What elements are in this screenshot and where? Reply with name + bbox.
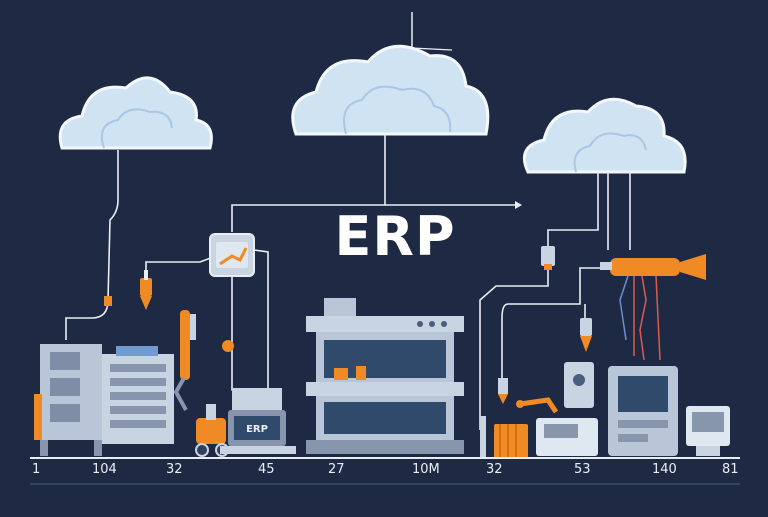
axis-tick: 53 bbox=[574, 462, 591, 477]
arrow-head-icon bbox=[515, 201, 522, 209]
axis-tick: 32 bbox=[486, 462, 503, 477]
orange-tank-icon bbox=[494, 424, 528, 458]
probe-icon-lower bbox=[498, 378, 508, 404]
cloud-icon-left bbox=[58, 76, 213, 150]
side-pipe bbox=[34, 394, 42, 440]
instrument-panel-icon bbox=[536, 418, 598, 456]
axis-tick-labels: 1 104 32 45 27 10M 32 53 140 81 bbox=[0, 462, 768, 482]
forklift-icon bbox=[195, 404, 229, 457]
baseline-axis bbox=[30, 457, 740, 485]
monitor-icon bbox=[686, 406, 730, 456]
cabinet-drawers-icon bbox=[102, 346, 174, 444]
server-rack-icon bbox=[306, 298, 464, 454]
control-cabinet-icon bbox=[608, 366, 678, 456]
axis-tick: 104 bbox=[92, 462, 117, 477]
axis-tick: 27 bbox=[328, 462, 345, 477]
probe-icon-right bbox=[580, 318, 592, 352]
erp-title: ERP bbox=[334, 205, 456, 268]
cloud-icon-center bbox=[291, 44, 490, 136]
drill-icon bbox=[600, 254, 706, 361]
axis-tick: 140 bbox=[652, 462, 677, 477]
axis-tick: 32 bbox=[166, 462, 183, 477]
antenna-line bbox=[411, 12, 453, 51]
robot-arm-icon-right bbox=[516, 397, 559, 414]
cloud-icon-right bbox=[523, 97, 687, 174]
gauge-box-icon bbox=[209, 233, 255, 277]
device-label: ERP bbox=[246, 424, 268, 435]
axis-tick: 45 bbox=[258, 462, 275, 477]
axis-tick: 1 bbox=[32, 462, 41, 477]
cabinet-tall-icon bbox=[40, 344, 102, 456]
axis-tick: 10M bbox=[412, 462, 440, 477]
connection-wires bbox=[65, 134, 631, 430]
robot-arm-icon-left bbox=[173, 310, 234, 411]
erp-device-icon bbox=[220, 388, 296, 454]
axis-tick: 81 bbox=[722, 462, 739, 477]
probe-icon-mid bbox=[541, 246, 555, 270]
pillar bbox=[480, 416, 486, 458]
speaker-box-icon bbox=[564, 362, 594, 408]
probe-icon-left bbox=[140, 270, 152, 310]
probe-icon-small bbox=[104, 296, 112, 306]
